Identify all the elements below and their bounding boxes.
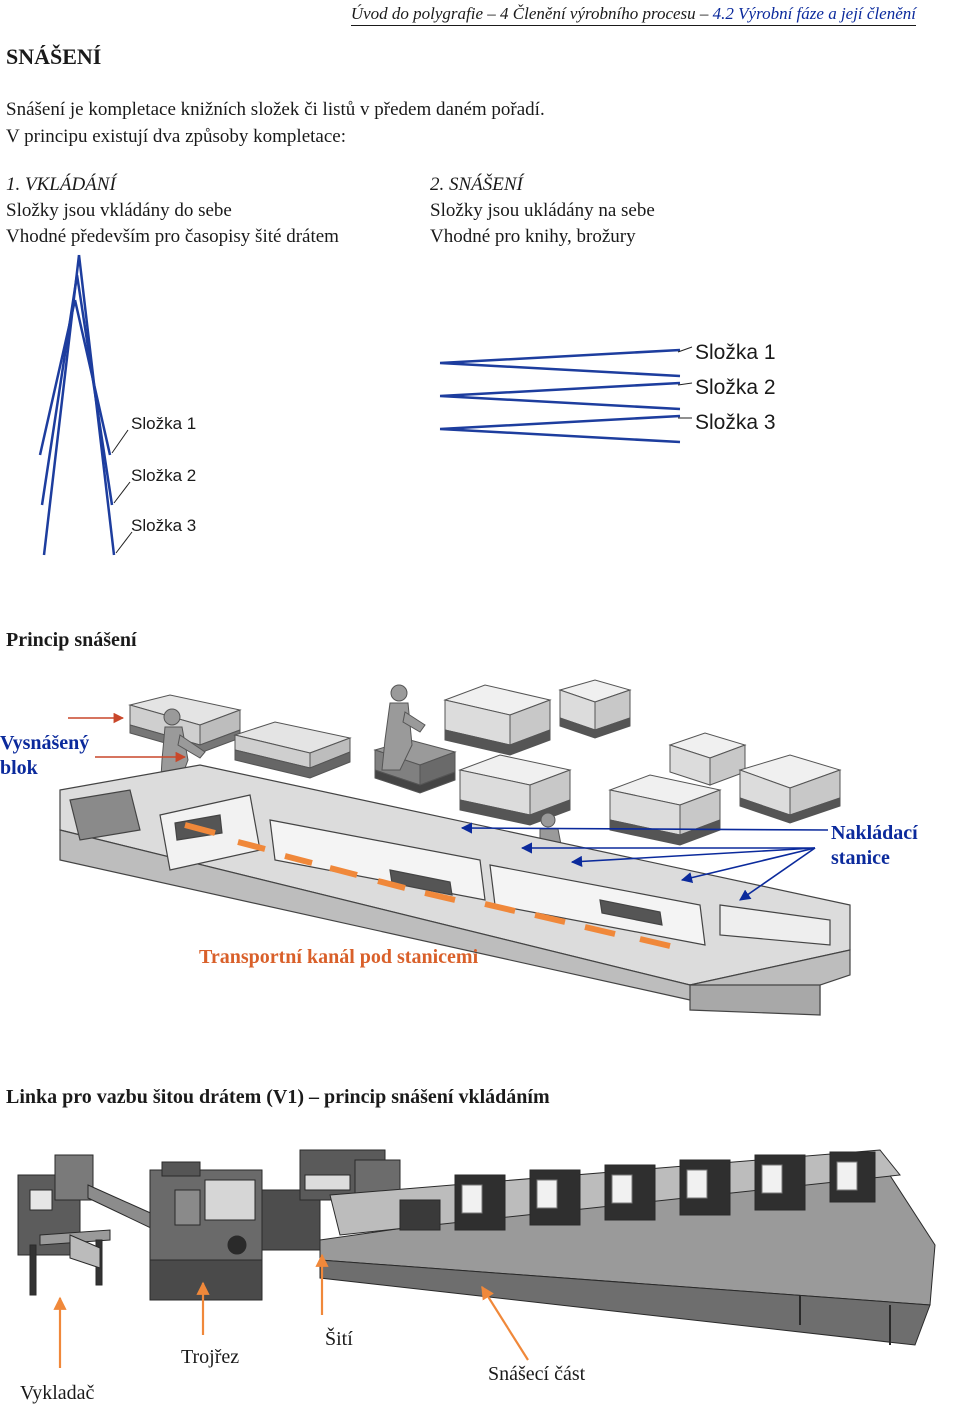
gather-diagram [439,348,681,444]
insert-label-3: Složka 3 [131,516,197,535]
label-loading-stations-line-1: Nakládací [831,822,918,844]
method-gather: 2. SNÁŠENÍ Složky jsou ukládány na sebe … [430,172,655,250]
transport-channel-dashes [184,822,671,949]
intro-paragraph: Snášení je kompletace knižních složek či… [6,96,545,150]
pallet [458,754,572,826]
pallet [738,754,842,824]
label-trimmer: Trojřez [181,1346,240,1368]
gather-fold-1 [439,348,681,378]
label-gathered-block-line-1: Vysnášený [0,732,90,754]
section-title: SNÁŠENÍ [6,44,102,69]
method-gather-line-2: Vhodné pro knihy, brožury [430,226,636,247]
pallet [668,732,747,786]
conveyor [87,1184,156,1231]
method-insert-line-1: Složky jsou vkládány do sebe [6,200,232,221]
block-arrow [68,712,187,763]
insert-label-1: Složka 1 [131,414,197,433]
trimmer-unit [149,1161,263,1301]
gathering-unit [319,1149,936,1346]
gather-fold-3 [439,414,681,444]
insert-leaders [111,429,133,554]
gather-label-2: Složka 2 [695,376,776,399]
gather-fold-2 [439,381,681,411]
insert-label-2: Složka 2 [131,466,197,485]
pallet [128,694,242,754]
label-gathered-block: Vysnášený blok [0,731,89,781]
method-insert: 1. VKLÁDÁNÍ Složky jsou vkládány do sebe… [6,172,339,250]
method-insert-title: 1. VKLÁDÁNÍ [6,174,116,195]
caption-stitch-line: Linka pro vazbu šitou drátem (V1) – prin… [6,1086,550,1108]
pallet [443,684,552,756]
insert-diagram [38,254,116,556]
caption-principle: Princip snášení [6,629,137,651]
label-stitching: Šití [325,1328,353,1350]
label-delivery: Vykladač [20,1382,95,1404]
station-arrows [460,822,829,901]
label-loading-stations: Nakládací stanice [831,821,918,871]
label-gathering-section: Snášecí část [488,1363,586,1385]
gather-leaders [677,346,693,419]
label-loading-stations-line-2: stanice [831,847,890,869]
header-section: 4.2 Výrobní fáze a její členění [712,4,916,23]
page-header: Úvod do polygrafie – 4 Členění výrobního… [350,4,916,26]
label-gathered-block-line-2: blok [0,757,38,779]
saddle-stitcher-illustration [17,1149,936,1368]
method-gather-line-1: Složky jsou ukládány na sebe [430,200,655,221]
intro-line-1: Snášení je kompletace knižních složek či… [6,99,545,120]
pallet [233,721,352,779]
gathering-machine [59,764,851,1016]
worker [381,684,426,771]
pallet [608,774,722,846]
header-chapter: Úvod do polygrafie – 4 Členění výrobního… [350,4,713,23]
stitcher-label-arrows [53,1253,529,1368]
method-insert-line-2: Vhodné především pro časopisy šité dráte… [6,226,339,247]
delivery-unit [17,1154,111,1296]
insert-fold-3 [42,254,116,556]
gather-label-1: Složka 1 [695,341,776,364]
gather-label-3: Složka 3 [695,411,776,434]
gathering-line-illustration [59,679,851,1016]
label-transport-channel: Transportní kanál pod stanicemi [199,946,479,968]
method-gather-title: 2. SNÁŠENÍ [430,174,523,195]
pallet [558,679,632,739]
intro-line-2: V principu existují dva způsoby kompleta… [6,126,346,147]
